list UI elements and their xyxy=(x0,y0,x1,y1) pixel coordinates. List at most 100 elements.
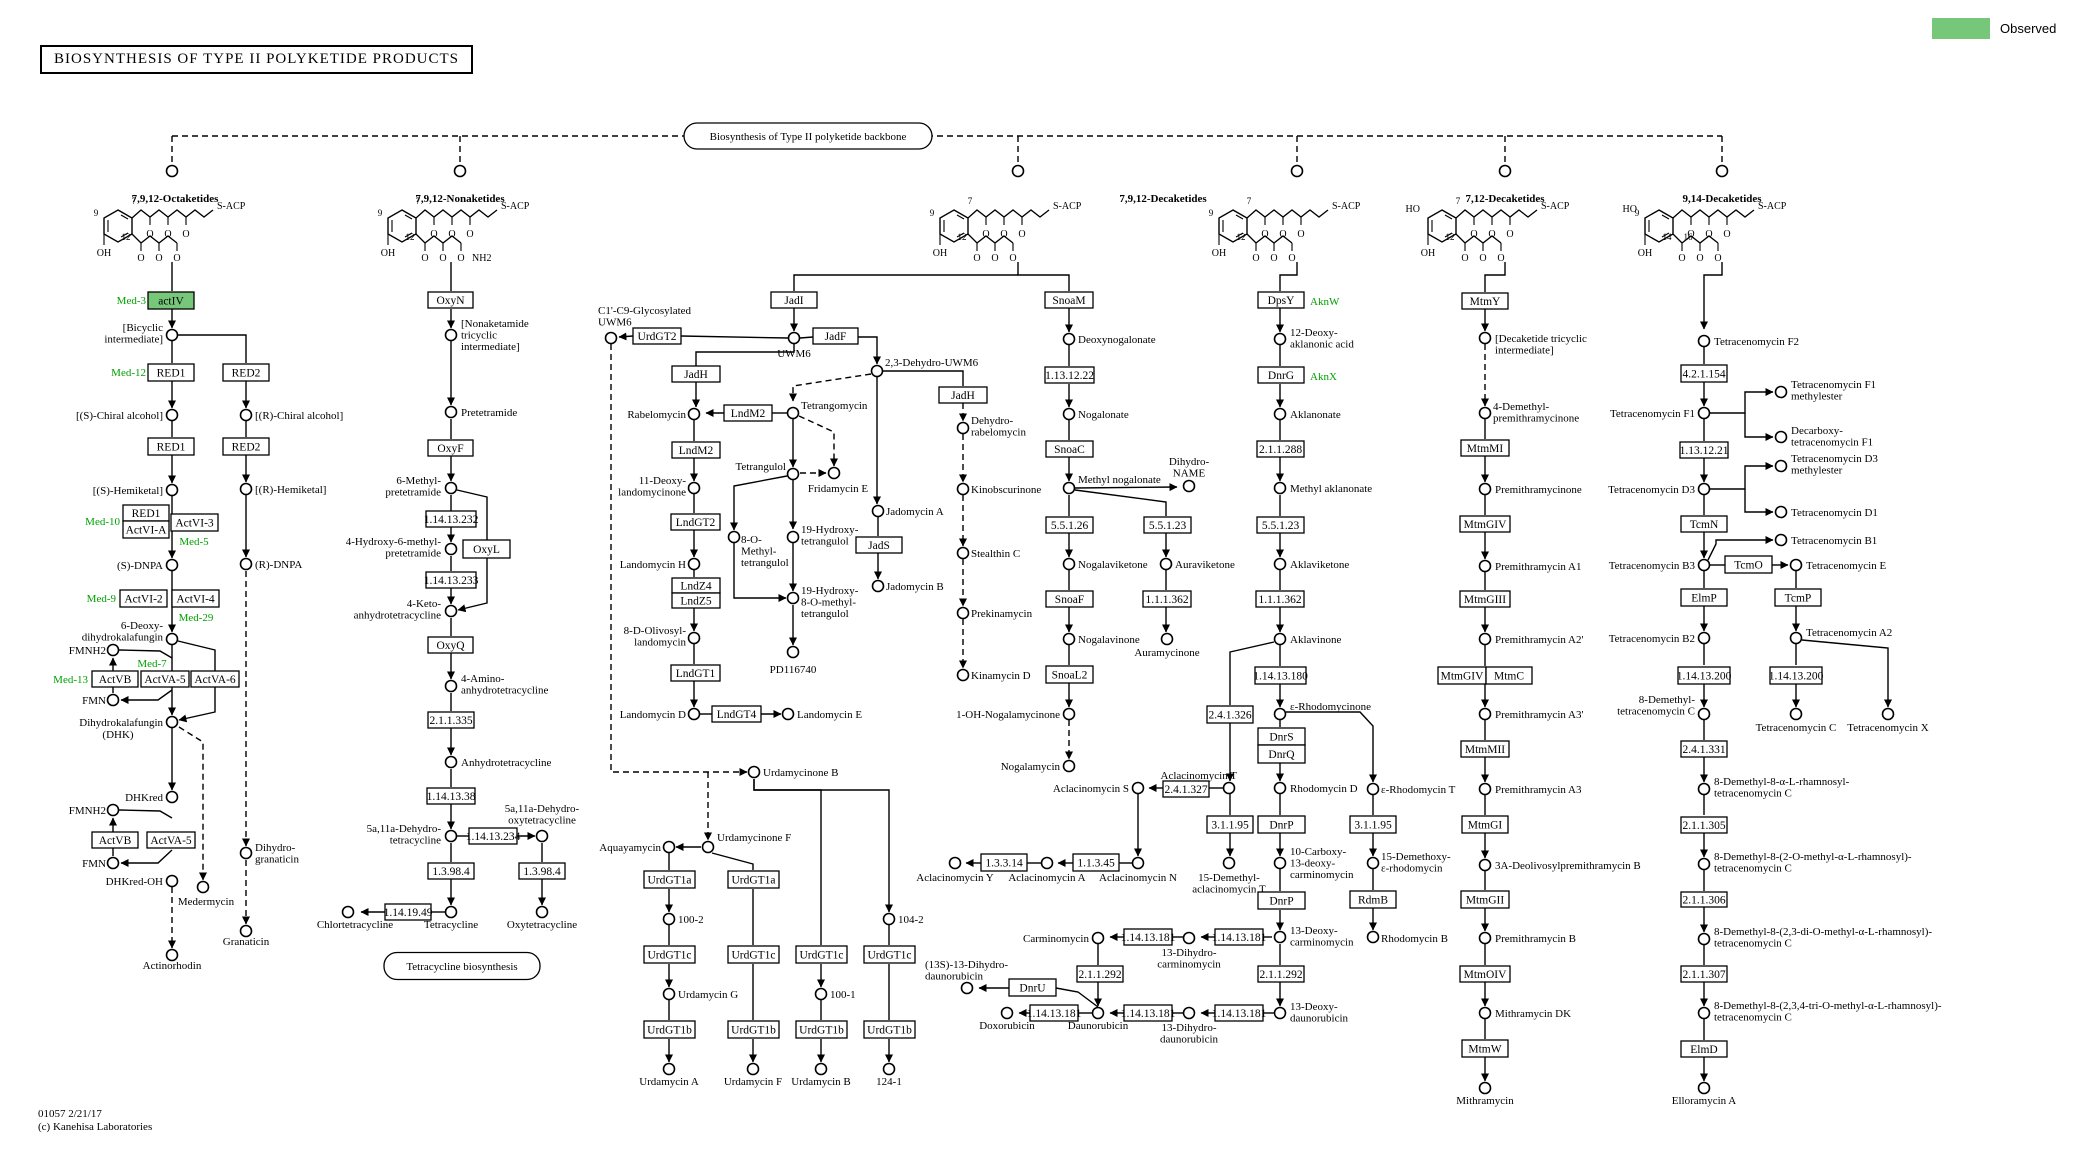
enzyme-box-mtmgi[interactable]: MtmGI xyxy=(1461,815,1509,834)
compound-circle[interactable] xyxy=(604,331,618,345)
enzyme-box-urdgt1a[interactable]: UrdGT1a xyxy=(643,870,696,889)
compound-circle[interactable] xyxy=(662,840,676,854)
enzyme-box-dnrp[interactable]: DnrP xyxy=(1257,815,1306,834)
enzyme-box-dnrs[interactable]: DnrS xyxy=(1257,727,1306,746)
compound-circle[interactable] xyxy=(956,668,970,682)
compound-circle[interactable] xyxy=(882,912,896,926)
compound-circle[interactable] xyxy=(165,483,179,497)
enzyme-box-actva-6[interactable]: ActVA-6 xyxy=(190,670,240,688)
compound-circle[interactable] xyxy=(1478,931,1492,945)
compound-circle[interactable] xyxy=(956,421,970,435)
compound-circle[interactable] xyxy=(882,1062,896,1076)
compound-circle[interactable] xyxy=(746,1062,760,1076)
enzyme-box-elmp[interactable]: ElmP xyxy=(1680,588,1728,607)
compound-circle[interactable] xyxy=(1062,707,1076,721)
enzyme-box-red2[interactable]: RED2 xyxy=(222,363,270,382)
compound-circle[interactable] xyxy=(1697,482,1711,496)
compound-circle[interactable] xyxy=(1789,707,1803,721)
compound-circle[interactable] xyxy=(1697,558,1711,572)
compound-circle[interactable] xyxy=(165,408,179,422)
compound-circle[interactable] xyxy=(444,542,458,556)
compound-circle[interactable] xyxy=(956,546,970,560)
enzyme-box-1-14-13-180[interactable]: 1.14.13.180 xyxy=(1253,666,1308,685)
compound-circle[interactable] xyxy=(1062,632,1076,646)
compound-circle[interactable] xyxy=(687,481,701,495)
enzyme-box-2-1-1-288[interactable]: 2.1.1.288 xyxy=(1256,440,1305,458)
compound-circle[interactable] xyxy=(1273,481,1287,495)
pathway-link-tetracycline-biosynthesis[interactable]: Tetracycline biosynthesis xyxy=(383,951,541,981)
enzyme-box-urdgt1c[interactable]: UrdGT1c xyxy=(795,945,848,964)
compound-circle[interactable] xyxy=(1478,858,1492,872)
enzyme-box-mtmw[interactable]: MtmW xyxy=(1461,1039,1509,1058)
enzyme-box-oxyn[interactable]: OxyN xyxy=(427,291,474,309)
enzyme-box-1-14-13-38[interactable]: 1.14.13.38 xyxy=(426,787,476,805)
compound-circle[interactable] xyxy=(1273,632,1287,646)
enzyme-box-mtmmi[interactable]: MtmMI xyxy=(1460,439,1510,457)
enzyme-box-5-5-1-23[interactable]: 5.5.1.23 xyxy=(1256,516,1305,534)
compound-circle[interactable] xyxy=(827,466,841,480)
compound-circle[interactable] xyxy=(1478,1081,1492,1095)
compound-circle[interactable] xyxy=(1160,632,1174,646)
enzyme-box-1-14-13-234[interactable]: 1.14.13.234 xyxy=(466,827,521,845)
enzyme-box-lndgt1[interactable]: LndGT1 xyxy=(670,664,721,682)
compound-circle[interactable] xyxy=(453,164,467,178)
compound-circle[interactable] xyxy=(1062,407,1076,421)
enzyme-box-jads[interactable]: JadS xyxy=(855,536,903,554)
enzyme-box-lndgt2[interactable]: LndGT2 xyxy=(670,513,721,531)
enzyme-box-urdgt2[interactable]: UrdGT2 xyxy=(632,327,682,345)
compound-circle[interactable] xyxy=(1366,930,1380,944)
compound-circle[interactable] xyxy=(1697,707,1711,721)
enzyme-box-3-1-1-95[interactable]: 3.1.1.95 xyxy=(1206,815,1254,834)
enzyme-box-urdgt1c[interactable]: UrdGT1c xyxy=(727,945,780,964)
compound-circle[interactable] xyxy=(687,707,701,721)
compound-circle[interactable] xyxy=(786,530,800,544)
compound-circle[interactable] xyxy=(948,856,962,870)
enzyme-box-dnrq[interactable]: DnrQ xyxy=(1257,744,1306,764)
compound-circle[interactable] xyxy=(747,765,761,779)
enzyme-box-dnrp[interactable]: DnrP xyxy=(1257,891,1306,910)
enzyme-box-1-3-98-4[interactable]: 1.3.98.4 xyxy=(427,862,475,880)
compound-circle[interactable] xyxy=(1478,482,1492,496)
enzyme-box-mtmc[interactable]: MtmC xyxy=(1485,666,1533,685)
compound-circle[interactable] xyxy=(787,331,801,345)
compound-circle[interactable] xyxy=(687,557,701,571)
enzyme-box-lndz4[interactable]: LndZ4 xyxy=(671,577,721,594)
enzyme-box-2-1-1-292[interactable]: 2.1.1.292 xyxy=(1257,965,1305,983)
compound-circle[interactable] xyxy=(662,1062,676,1076)
enzyme-box-jadf[interactable]: JadF xyxy=(812,327,859,345)
enzyme-box-snoac[interactable]: SnoaC xyxy=(1045,440,1094,458)
compound-circle[interactable] xyxy=(535,905,549,919)
enzyme-box-actvb[interactable]: ActVB xyxy=(91,670,139,688)
enzyme-box-2-1-1-305[interactable]: 2.1.1.305 xyxy=(1680,816,1728,834)
enzyme-box-1-14-13-200[interactable]: 1.14.13.200 xyxy=(1677,666,1732,685)
compound-circle[interactable] xyxy=(1273,332,1287,346)
compound-circle[interactable] xyxy=(1062,481,1076,495)
enzyme-box-oxyf[interactable]: OxyF xyxy=(427,439,474,457)
enzyme-box-tcmo[interactable]: TcmO xyxy=(1724,555,1773,574)
compound-circle[interactable] xyxy=(701,840,715,854)
enzyme-box-lndz5[interactable]: LndZ5 xyxy=(671,592,721,609)
compound-circle[interactable] xyxy=(444,905,458,919)
compound-circle[interactable] xyxy=(1182,1006,1196,1020)
enzyme-box-mtmgii[interactable]: MtmGII xyxy=(1460,890,1510,909)
compound-circle[interactable] xyxy=(1273,1006,1287,1020)
compound-circle[interactable] xyxy=(1697,782,1711,796)
compound-circle[interactable] xyxy=(1273,557,1287,571)
compound-circle[interactable] xyxy=(106,693,120,707)
enzyme-box-4-2-1-154[interactable]: 4.2.1.154 xyxy=(1680,364,1728,383)
enzyme-box-2-1-1-292[interactable]: 2.1.1.292 xyxy=(1076,965,1124,983)
enzyme-box-tcmn[interactable]: TcmN xyxy=(1680,515,1728,533)
compound-circle[interactable] xyxy=(956,482,970,496)
enzyme-box-actvi-a[interactable]: ActVI-A xyxy=(122,520,170,539)
compound-circle[interactable] xyxy=(1182,931,1196,945)
compound-circle[interactable] xyxy=(727,530,741,544)
enzyme-box-urdgt1b[interactable]: UrdGT1b xyxy=(643,1020,696,1039)
compound-circle[interactable] xyxy=(1478,559,1492,573)
compound-circle[interactable] xyxy=(165,790,179,804)
enzyme-box-1-14-13-181[interactable]: 1.14.13.181 xyxy=(1212,928,1267,946)
enzyme-box-snoam[interactable]: SnoaM xyxy=(1044,291,1094,309)
enzyme-box-5-5-1-26[interactable]: 5.5.1.26 xyxy=(1045,516,1094,534)
enzyme-box-2-4-1-327[interactable]: 2.4.1.327 xyxy=(1162,780,1210,798)
enzyme-box-1-14-19-49[interactable]: 1.14.19.49 xyxy=(384,903,433,921)
enzyme-box-1-3-3-14[interactable]: 1.3.3.14 xyxy=(980,853,1028,872)
